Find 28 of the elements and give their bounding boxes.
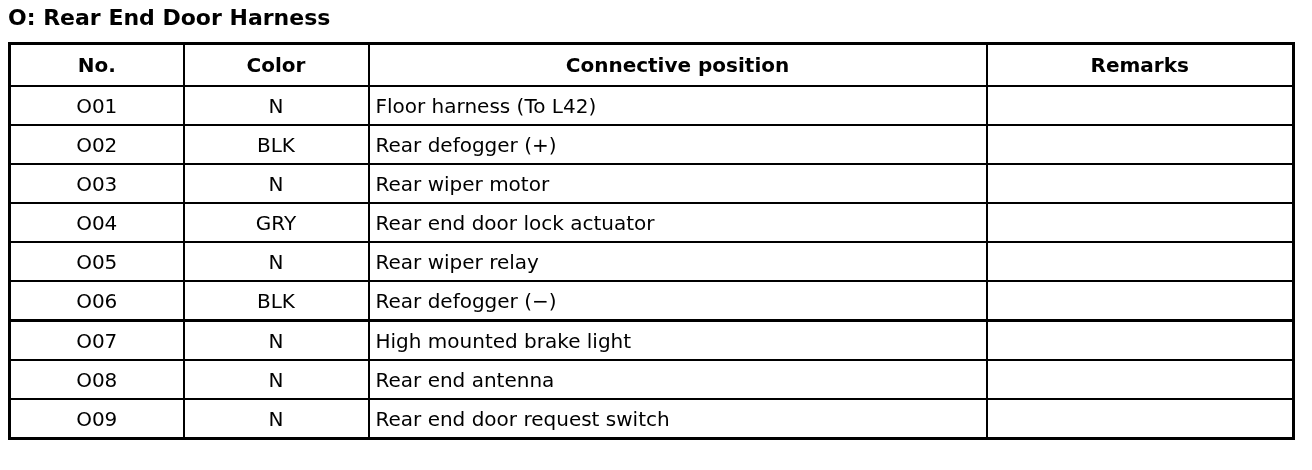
wire-color: BLK — [183, 125, 369, 164]
connective-position: Floor harness (To L42) — [368, 86, 987, 125]
connector-number: O06 — [9, 281, 184, 321]
column-header: Connective position — [368, 43, 987, 86]
connective-position: Rear wiper relay — [368, 242, 987, 281]
connective-position: High mounted brake light — [368, 320, 987, 360]
connector-number: O08 — [9, 360, 184, 399]
column-header: No. — [9, 43, 184, 86]
connective-position: Rear end door lock actuator — [368, 203, 987, 242]
connective-position: Rear wiper motor — [368, 164, 987, 203]
wire-color: N — [183, 164, 369, 203]
connector-number: O03 — [9, 164, 184, 203]
connective-position: Rear defogger (+) — [368, 125, 987, 164]
wire-color: N — [183, 242, 369, 281]
connector-number: O02 — [9, 125, 184, 164]
connector-number: O05 — [9, 242, 184, 281]
wire-color: N — [183, 320, 369, 360]
connective-position: Rear defogger (−) — [368, 281, 987, 321]
connector-number: O01 — [9, 86, 184, 125]
wire-color: N — [183, 360, 369, 399]
connector-number: O04 — [9, 203, 184, 242]
table-title: O: Rear End Door Harness — [8, 4, 332, 32]
wire-color: N — [183, 86, 369, 125]
wire-color: BLK — [183, 281, 369, 321]
connector-number: O07 — [9, 320, 184, 360]
column-header: Color — [183, 43, 369, 86]
connective-position: Rear end antenna — [368, 360, 987, 399]
wire-color: GRY — [183, 203, 369, 242]
